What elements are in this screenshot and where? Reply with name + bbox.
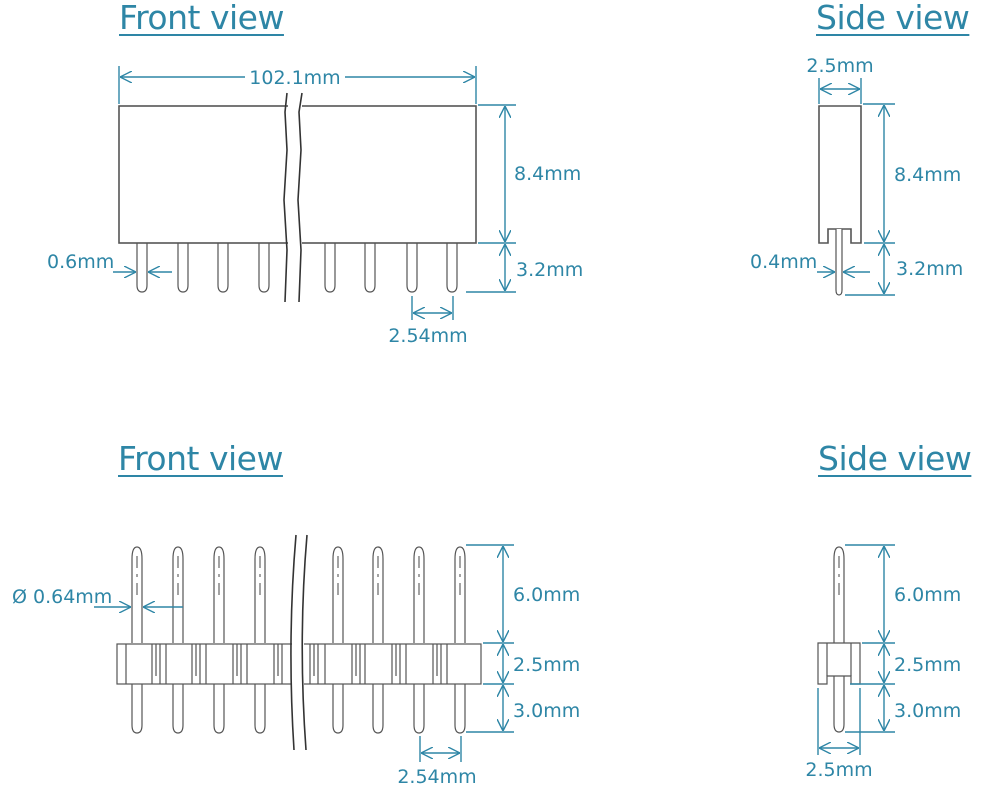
- male-pitch-label: 2.54mm: [397, 766, 476, 788]
- female-pitch-label: 2.54mm: [388, 325, 467, 347]
- male-top-pin-length-label: 6.0mm: [513, 584, 580, 606]
- female-body-height-label: 8.4mm: [514, 163, 581, 185]
- female-side-view: 2.5mm 8.4mm 3.2mm 0.4mm: [750, 55, 963, 296]
- female-side-view-title: Side view: [816, 0, 970, 37]
- female-side-height-label: 8.4mm: [894, 164, 961, 186]
- male-side-bottom-pin-length-label: 3.0mm: [894, 700, 961, 722]
- male-front-view: Ø 0.64mm 6.0mm 2.5mm 3.0mm 2.54mm: [12, 534, 580, 788]
- female-pins: [136, 243, 458, 293]
- female-side-pin-width-label: 0.4mm: [750, 251, 817, 273]
- male-bottom-pin-length-label: 3.0mm: [513, 700, 580, 722]
- female-length-label: 102.1mm: [249, 67, 340, 89]
- female-side-pin-length-label: 3.2mm: [896, 258, 963, 280]
- male-side-body-height-label: 2.5mm: [894, 654, 961, 676]
- female-front-view-title: Front view: [119, 0, 284, 37]
- female-pin-length-label: 3.2mm: [516, 259, 583, 281]
- male-side-view: 6.0mm 2.5mm 3.0mm 2.5mm: [805, 544, 961, 781]
- female-front-view: 102.1mm 8.4mm 3.2mm 0.6mm 2.54mm: [47, 66, 583, 347]
- male-pins: [131, 546, 466, 734]
- male-front-view-title: Front view: [118, 439, 283, 478]
- male-side-width-label: 2.5mm: [805, 759, 872, 781]
- female-side-body: [818, 105, 862, 244]
- male-side-view-title: Side view: [818, 439, 972, 478]
- female-side-width-label: 2.5mm: [806, 55, 873, 77]
- female-pin-width-label: 0.6mm: [47, 251, 114, 273]
- male-side-top-pin-length-label: 6.0mm: [894, 584, 961, 606]
- male-body-height-label: 2.5mm: [513, 654, 580, 676]
- male-pin-diameter-label: Ø 0.64mm: [12, 586, 112, 608]
